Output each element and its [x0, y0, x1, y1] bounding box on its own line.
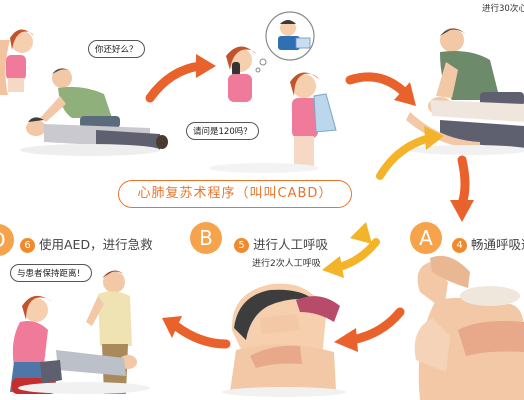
- step-b-letter: B: [199, 226, 213, 250]
- arrow-2-to-3-head: [394, 82, 416, 106]
- step-b-label-row: 5 进行人工呼吸: [234, 234, 328, 253]
- arrow-2-to-3: [345, 72, 409, 97]
- step-d-label: 使用AED，进行急救: [39, 237, 153, 252]
- arrow-3-to-4-head: [450, 200, 474, 222]
- scene-open-airway: [414, 255, 524, 400]
- scene-rescue-breathing: [222, 283, 346, 397]
- yellow-arrow-down-head: [322, 256, 344, 278]
- bubble-keep-distance: 与患者保持距离！: [10, 264, 93, 282]
- arrow-1-to-2: [145, 61, 205, 103]
- procedure-title: 心肺复苏术程序（叫叫CABD）: [118, 180, 352, 208]
- arrow-5-to-6: [171, 321, 231, 349]
- step-d-label-row: 6 使用AED，进行急救: [20, 234, 153, 253]
- step-b-label: 进行人工呼吸: [253, 237, 329, 252]
- yellow-arrow-left-head: [350, 222, 372, 244]
- step-a-label-row: 4 畅通呼吸道: [452, 234, 524, 253]
- step-a-badge: A: [410, 222, 442, 254]
- bubble-are-you-ok: 你还好么？: [88, 40, 145, 58]
- scene-check-response: [0, 29, 168, 156]
- scene-call-120: [209, 11, 337, 173]
- yellow-arrow-up-head: [424, 126, 444, 150]
- step-b-badge: B: [190, 222, 222, 254]
- step-b-number: 5: [234, 238, 249, 253]
- scene-compressions: [406, 28, 524, 155]
- compression-note: 进行30次心: [482, 4, 524, 14]
- step-a-label: 畅通呼吸道: [471, 237, 524, 252]
- flow-arrows: [145, 54, 474, 352]
- step-a-letter: A: [419, 226, 433, 250]
- step-d-letter: D: [0, 228, 6, 252]
- arrow-4-to-5-head: [334, 328, 358, 352]
- step-a-number: 4: [452, 238, 467, 253]
- scene-aed: [10, 270, 150, 394]
- arrow-5-to-6-head: [162, 316, 182, 338]
- step-d-number: 6: [20, 238, 35, 253]
- step-d-badge: D: [0, 224, 14, 256]
- arrow-3-to-4: [457, 155, 470, 209]
- step-b-note: 进行2次人工呼吸: [252, 259, 321, 269]
- yellow-arrow-down: [332, 238, 380, 272]
- arrow-1-to-2-head: [196, 54, 216, 78]
- bubble-call-120: 请问是120吗？: [186, 122, 259, 140]
- yellow-arrow-up: [376, 134, 434, 180]
- arrow-4-to-5: [347, 307, 405, 345]
